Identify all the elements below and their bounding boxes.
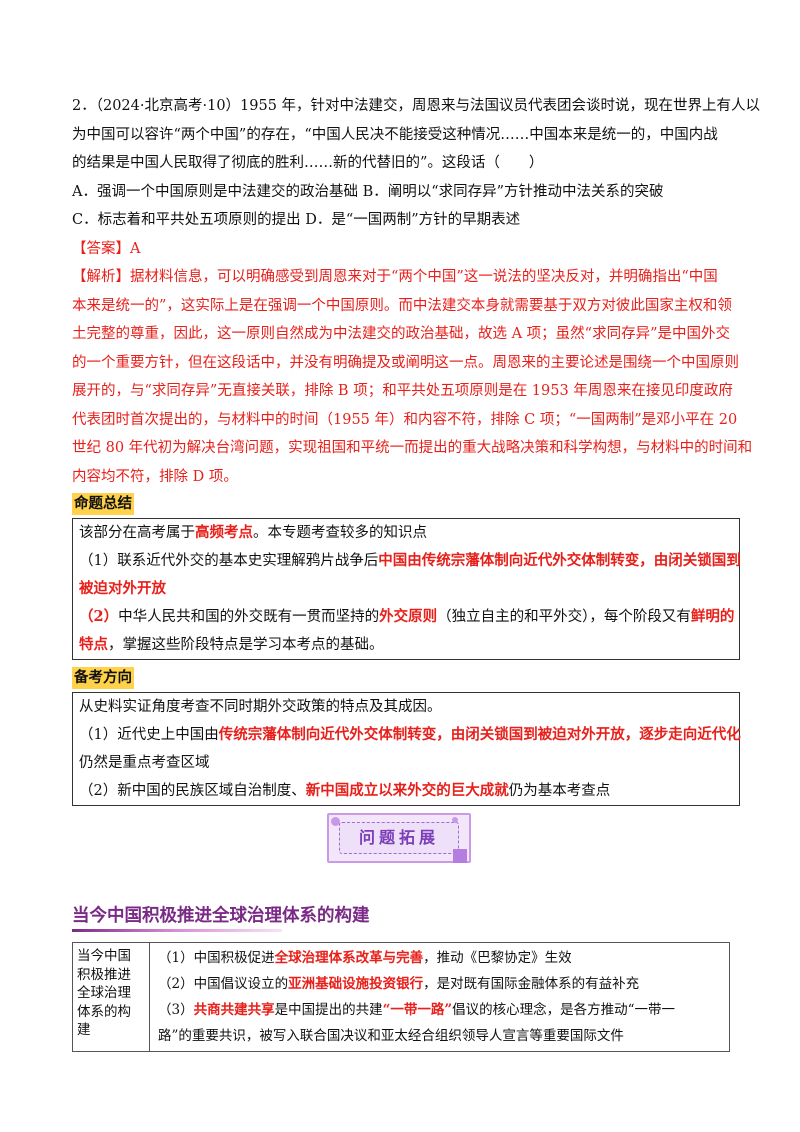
header-line: 体系的构 (77, 1003, 131, 1020)
table-text: （1）中国积极促进 (158, 950, 275, 966)
summary-emphasis: 被迫对外开放 (79, 580, 166, 597)
direction-emphasis: 传统宗藩体制向近代外交体制转变，由闭关锁国到被迫对外开放，逐步走向近代化 (218, 726, 741, 743)
answer-value: A (130, 240, 141, 257)
direction-text: （1）近代史上中国由 (79, 727, 219, 743)
header-line: 建 (77, 1022, 91, 1038)
direction-text: 仍为基本考查点 (508, 783, 611, 799)
summary-emphasis: 中国由传统宗藩体制向近代外交体制转变，由闭关锁国到 (378, 552, 741, 569)
summary-text: 该部分在高考属于 (79, 525, 195, 541)
table-text: （2）中国倡议设立的 (158, 976, 289, 992)
table-text: 倡议的核心理念，是各方推动“一带一 (452, 1002, 676, 1018)
table-emphasis: “一带一路” (382, 1002, 453, 1018)
summary-text: （1）联系近代外交的基本史实理解鸦片战争后 (79, 553, 379, 569)
analysis-line: 世纪 80 年代初为解决台湾问题，实现祖国和平统一而提出的重大战略决策和科学构想… (72, 440, 753, 456)
governance-table: 当今中国 积极推进 全球治理 体系的构 建 （1）中国积极促进全球治理体系改革与… (72, 942, 730, 1052)
analysis-line: 内容均不符，排除 D 项。 (72, 468, 238, 485)
header-line: 全球治理 (77, 985, 131, 1001)
summary-text: ，掌握这些阶段特点是学习本考点的基础。 (108, 637, 384, 653)
question-block: 2．（2024·北京高考·10）1955 年，针对中法建交，周恩来与法国议员代表… (72, 92, 761, 235)
summary-text: （独立自主的和平外交），每个阶段又有 (437, 609, 691, 625)
analysis-label: 【解析】 (72, 269, 130, 285)
header-line: 积极推进 (77, 966, 131, 983)
section-title: 当今中国积极推进全球治理体系的构建 (72, 906, 370, 926)
summary-emphasis: （2） (79, 608, 119, 625)
summary-text: 。本专题考查较多的知识点 (253, 525, 427, 541)
analysis-line: 据材料信息，可以明确感受到周恩来对于“两个中国”这一说法的坚决反对，并明确指出“… (130, 269, 718, 285)
summary-emphasis: 高频考点 (195, 524, 253, 541)
question-line: 为中国可以容许“两个中国”的存在，“中国人民决不能接受这种情况……中国本来是统一… (72, 126, 718, 143)
direction-text: 仍然是重点考查区域 (79, 755, 210, 771)
table-text: （3） (158, 1002, 194, 1018)
banner-frame: 问题拓展 (327, 813, 471, 863)
analysis-block: 【解析】据材料信息，可以明确感受到周恩来对于“两个中国”这一说法的坚决反对，并明… (72, 263, 753, 491)
question-line: 2．（2024·北京高考·10）1955 年，针对中法建交，周恩来与法国议员代表… (72, 98, 761, 114)
summary-emphasis: 鲜明的 (690, 608, 735, 625)
table-emphasis: 全球治理体系改革与完善 (274, 950, 424, 966)
summary-heading: 命题总结 (72, 493, 134, 515)
analysis-line: 土完整的尊重，因此，这一原则自然成为中法建交的政治基础，故选 A 项；虽然“求同… (72, 326, 731, 342)
summary-emphasis: 特点 (79, 636, 108, 653)
option-line: A．强调一个中国原则是中法建交的政治基础 B．阐明以“求同存异”方针推动中法关系… (72, 183, 664, 200)
direction-text: （2）新中国的民族区域自治制度、 (79, 783, 306, 799)
table-text: ，是对既有国际金融体系的有益补充 (423, 976, 640, 992)
summary-text: 中华人民共和国的外交既有一贯而坚持的 (118, 609, 380, 625)
direction-box: 从史料实证角度考查不同时期外交政策的特点及其成因。 （1）近代史上中国由传统宗藩… (72, 692, 741, 806)
banner-corner-decoration (453, 849, 467, 863)
table-body-cell: （1）中国积极促进全球治理体系改革与完善，推动《巴黎协定》生效 （2）中国倡议设… (149, 942, 730, 1052)
banner-title: 问题拓展 (339, 822, 459, 854)
direction-text: 从史料实证角度考查不同时期外交政策的特点及其成因。 (79, 699, 442, 715)
analysis-line: 代表团时首次提出的，与材料中的时间（1955 年）和内容不符，排除 C 项；“一… (72, 411, 738, 428)
option-line: C．标志着和平共处五项原则的提出 D．是“一国两制”方针的早期表述 (72, 212, 521, 228)
document-page: 2．（2024·北京高考·10）1955 年，针对中法建交，周恩来与法国议员代表… (72, 92, 761, 806)
banner-dot-decoration (331, 817, 340, 826)
answer-line: 【答案】A (72, 235, 740, 264)
analysis-line: 本来是统一的”，这实际上是在强调一个中国原则。而中法建交本身就需要基于双方对彼此… (72, 297, 732, 314)
table-text: ，推动《巴黎协定》生效 (423, 950, 572, 966)
answer-label: 【答案】 (72, 240, 130, 257)
table-row: 当今中国 积极推进 全球治理 体系的构 建 （1）中国积极促进全球治理体系改革与… (72, 942, 730, 1052)
header-line: 当今中国 (77, 948, 131, 964)
table-emphasis: 亚洲基础设施投资银行 (288, 976, 424, 992)
table-emphasis: 共商共建共享 (193, 1002, 275, 1018)
table-header-cell: 当今中国 积极推进 全球治理 体系的构 建 (72, 942, 150, 1052)
question-line: 的结果是中国人民取得了彻底的胜利……新的代替旧的”。这段话（ ） (72, 155, 544, 171)
banner-dot-decoration (452, 817, 458, 823)
direction-emphasis: 新中国成立以来外交的巨大成就 (305, 782, 509, 799)
section-underline (72, 929, 282, 932)
analysis-line: 的一个重要方针，但在这段话中，并没有明确提及或阐明这一点。周恩来的主要论述是围绕… (72, 354, 739, 371)
summary-emphasis: 外交原则 (379, 608, 438, 625)
analysis-line: 展开的，与“求同存异”无直接关联，排除 B 项；和平共处五项原则是在 1953 … (72, 383, 733, 399)
summary-box: 该部分在高考属于高频考点。本专题考查较多的知识点 （1）联系近代外交的基本史实理… (72, 518, 741, 660)
table-text: 是中国提出的共建 (274, 1002, 383, 1018)
topic-banner: 问题拓展 (327, 813, 473, 865)
table-text: 路”的重要共识，被写入联合国决议和亚太经合组织领导人宣言等重要国际文件 (158, 1028, 624, 1044)
direction-heading: 备考方向 (72, 667, 134, 689)
